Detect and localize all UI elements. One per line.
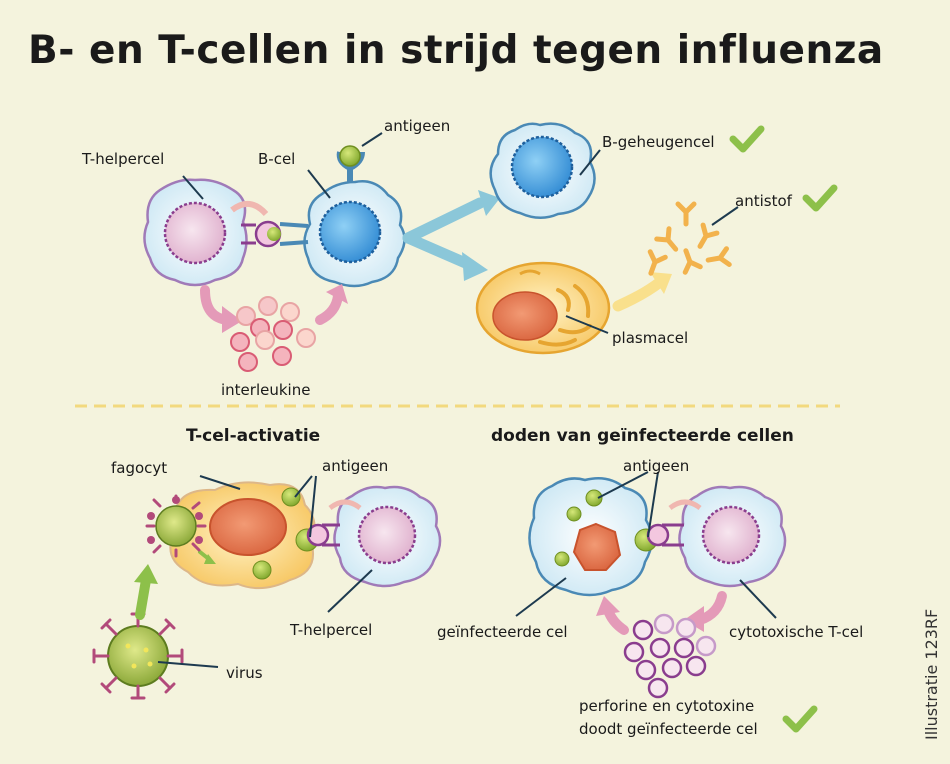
- label-b-cel: B-cel: [258, 150, 295, 168]
- heading-doden-van-geinfecteerde-cellen: doden van geïnfecteerde cellen: [491, 426, 794, 446]
- t-helper-cell-top: [143, 178, 282, 287]
- b-memory-cell: [489, 122, 596, 219]
- phagocyte: [166, 481, 319, 590]
- check-icon: [806, 188, 834, 208]
- label-perforine-line1: perforine en cytotoxine: [579, 697, 754, 715]
- label-antigeen-right: antigeen: [623, 457, 689, 475]
- label-antigeen-top: antigeen: [384, 117, 450, 135]
- perforine-dots: [623, 613, 717, 699]
- interleukine-dots: [230, 296, 316, 372]
- label-t-helpercel-bottom: T-helpercel: [289, 621, 372, 639]
- label-interleukine: interleukine: [221, 381, 310, 399]
- heading-t-cel-activatie: T-cel-activatie: [186, 426, 320, 446]
- check-icon: [733, 129, 761, 149]
- illustration-credit: Illustratie 123RF: [922, 609, 941, 740]
- check-icon: [786, 709, 814, 729]
- virus: [92, 612, 184, 700]
- label-fagocyt: fagocyt: [111, 459, 167, 477]
- label-virus: virus: [226, 664, 263, 682]
- engulfed-virus: [145, 494, 207, 558]
- label-cytotoxische-t-cel: cytotoxische T-cel: [729, 623, 863, 641]
- cytotoxic-t-cell: [646, 485, 787, 588]
- label-b-geheugencel: B-geheugencel: [602, 133, 715, 151]
- label-perforine-line2: doodt geïnfecteerde cel: [579, 720, 758, 738]
- antibody-cluster: [643, 204, 729, 276]
- label-plasmacel: plasmacel: [612, 329, 688, 347]
- b-cell: [279, 145, 406, 288]
- label-antigeen-left: antigeen: [322, 457, 388, 475]
- label-geinfecteerde-cel: geïnfecteerde cel: [437, 623, 568, 641]
- page-title: B- en T-cellen in strijd tegen influenza: [28, 28, 884, 73]
- infected-cell: [528, 477, 658, 597]
- plasma-cell: [475, 261, 611, 355]
- t-helper-cell-bottom: [306, 485, 442, 588]
- label-t-helpercel-top: T-helpercel: [81, 150, 164, 168]
- label-antistof: antistof: [735, 192, 793, 210]
